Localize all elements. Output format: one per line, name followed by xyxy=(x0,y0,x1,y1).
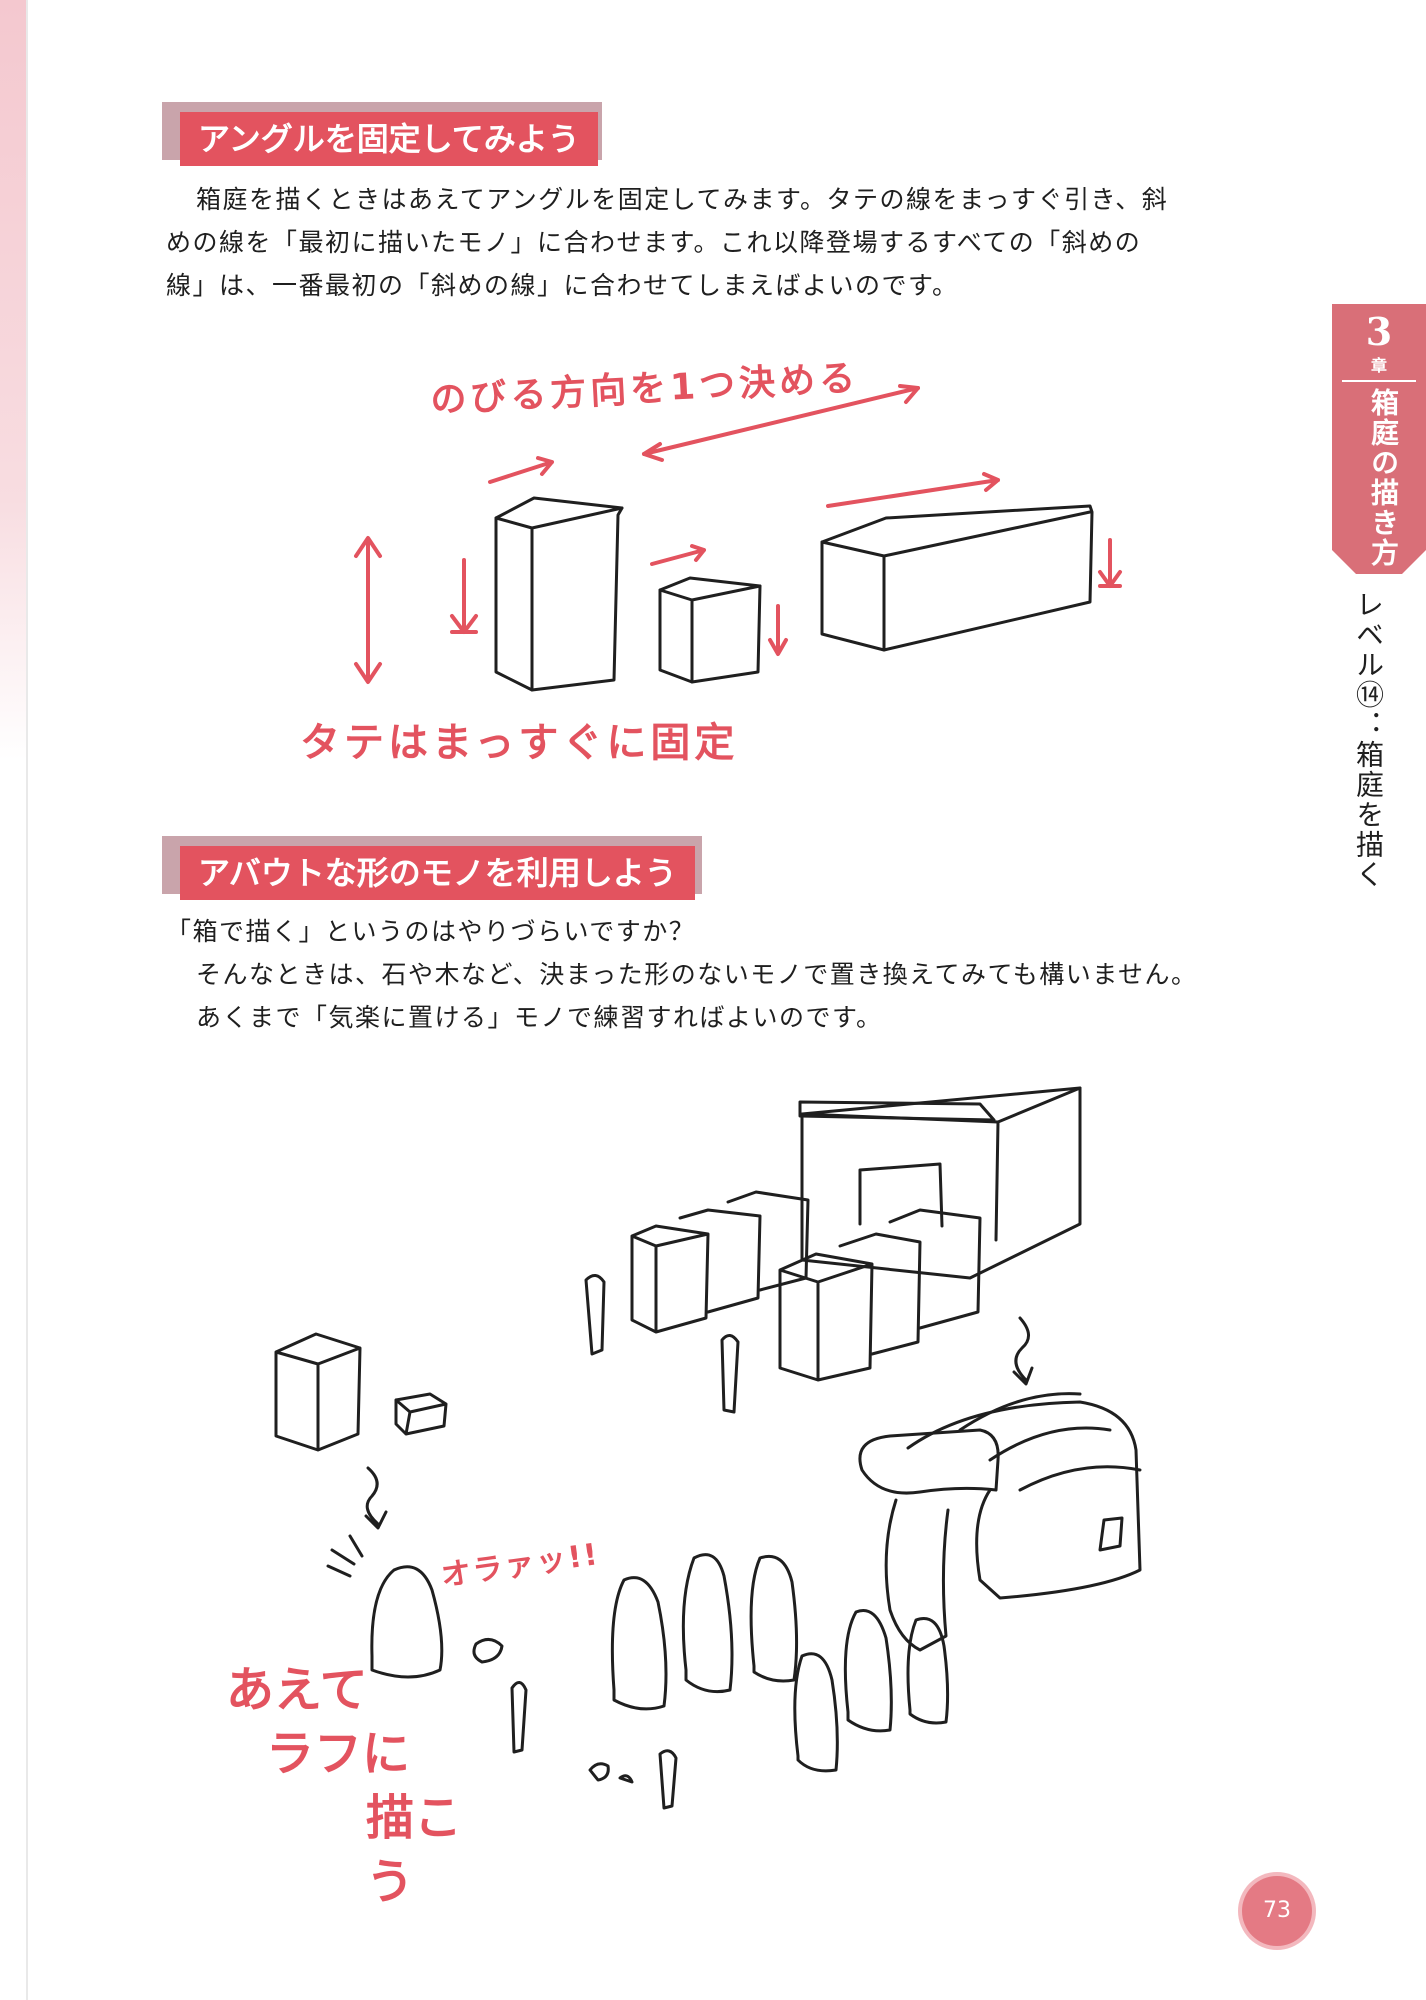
section2-line-3: あくまで「気楽に置ける」モノで練習すればよいのです。 xyxy=(196,1003,883,1032)
rough-note-line-1: あえて xyxy=(226,1662,368,1718)
section1-heading: アングルを固定してみよう xyxy=(162,102,622,166)
section2-line-2: そんなときは、石や木など、決まった形のないモノで置き換えてみても構いません。 xyxy=(196,960,1198,989)
section1-line-1: 箱庭を描くときはあえてアングルを固定してみます。タテの線をまっすぐ引き、斜 xyxy=(196,185,1169,214)
page-number-badge: 73 xyxy=(1242,1876,1312,1946)
figure2-rough-note: あえて ラフに 描こう xyxy=(226,1658,486,1914)
chapter-title: 箱庭の描き方 xyxy=(1367,388,1400,568)
section1-line-2: めの線を「最初に描いたモノ」に合わせます。これ以降登場するすべての「斜めの xyxy=(166,228,1142,257)
section2-line-1: 「箱で描く」というのはやりづらいですか？ xyxy=(166,917,696,946)
section2-paragraph: 「箱で描く」というのはやりづらいですか？ そんなときは、石や木など、決まった形の… xyxy=(166,910,1198,1039)
section2-heading: アバウトな形のモノを利用しよう xyxy=(162,836,722,900)
section1-line-3: 線」は、一番最初の「斜めの線」に合わせてしまえばよいのです。 xyxy=(166,271,959,300)
figure1-vertical-label: タテはまっすぐに固定 xyxy=(300,720,739,766)
page-gutter-line xyxy=(26,0,28,2000)
rough-note-line-3: 描こう xyxy=(366,1790,463,1910)
section1-heading-text: アングルを固定してみよう xyxy=(180,112,598,166)
chapter-number: 3 xyxy=(1365,309,1393,354)
section-level-label: レベル⑭：箱庭を描く xyxy=(1352,590,1385,890)
figure1-box-illustration xyxy=(354,384,1122,692)
rough-note-line-2: ラフに xyxy=(266,1726,411,1782)
chapter-suffix: 章 xyxy=(1370,356,1387,375)
figure2-rock-illustration xyxy=(274,1086,1142,1810)
chapter-tab: 3 章 箱庭の描き方 xyxy=(1332,304,1426,574)
page-edge-gradient xyxy=(0,0,26,2000)
section2-heading-text: アバウトな形のモノを利用しよう xyxy=(180,846,695,900)
chapter-tab-shape xyxy=(1332,304,1426,574)
section1-paragraph: 箱庭を描くときはあえてアングルを固定してみます。タテの線をまっすぐ引き、斜 めの… xyxy=(166,178,1168,307)
